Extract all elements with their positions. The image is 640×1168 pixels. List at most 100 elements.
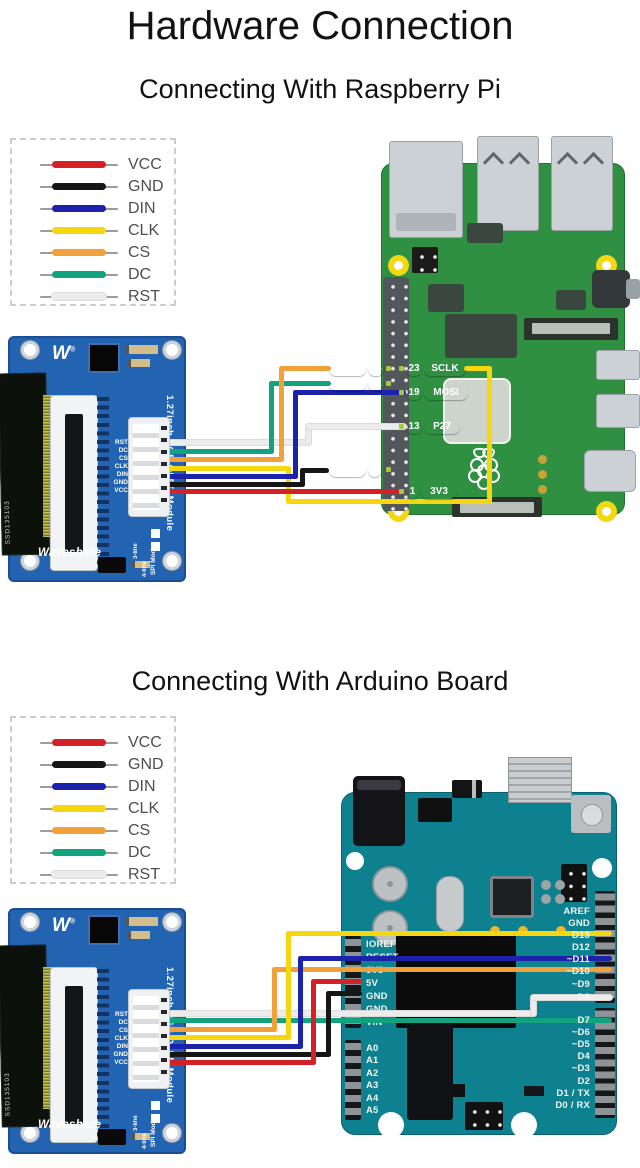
legend-label: VCC [128,156,162,173]
section-title-raspberry-pi: Connecting With Raspberry Pi [139,74,501,104]
jumper-pads [151,529,160,551]
wire-rst-segment [150,1011,536,1016]
usb-port [551,136,613,231]
wire-vcc-segment [311,979,316,1065]
waveshare-logo-icon: W® [52,915,76,936]
pad [541,880,551,890]
wire-gnd-segment [300,468,329,473]
analog-pin-label: A3 [366,1080,379,1091]
wire-swatch-cs [52,249,106,256]
wire-din-segment [298,956,303,1049]
module-pin-label: VCC [114,1059,128,1066]
wire-din-segment [150,474,298,479]
pin-marker [399,424,404,429]
wire-cs-segment [272,967,277,1032]
oled-module: SSD135103 W® RST DC CS CLK DIN GND VCC 1… [0,905,190,1157]
legend-label: GND [128,178,164,195]
wire-swatch-cs [52,827,106,834]
wire-cs-segment [279,366,331,371]
wire-rst-segment [150,440,311,445]
smd-component [126,917,158,926]
icsp-header [465,1102,503,1130]
pin-number: 6 [368,463,382,477]
wire-swatch-din [52,205,106,212]
crystal-oscillator [436,876,464,932]
display-connector [524,318,618,340]
arduino-usb-port [508,757,572,803]
mounting-hole [346,852,364,870]
mcu-chip [490,876,534,918]
barrel-jack-rim [357,780,401,790]
wire-din-segment [150,1044,303,1049]
wire-legend: VCC GND DIN CLK CS DC RST [10,716,176,884]
digital-pin-label: ~D9 [571,979,590,990]
wire-swatch-dc [52,271,106,278]
pin-header-strip [595,891,615,1003]
digital-pin-label: D4 [577,1051,590,1062]
diode [452,780,482,798]
pin-marker [399,489,404,494]
pin-marker [399,366,404,371]
legend-row: VCC [26,733,166,753]
controller-label: SSD135103 [3,1072,12,1117]
mounting-hole [163,341,181,359]
jumper-4line-label: 4-line [142,1133,148,1149]
power-pin-label: GND [366,1004,388,1015]
jst-ridges [133,996,159,1082]
digital-pin-label: D13 [571,930,590,941]
smd-component [132,1133,150,1140]
module-pin-label: CLK [114,1035,128,1042]
module-pin-label: GND [113,479,128,486]
pin-header-pads [97,397,109,567]
pin-header-strip [595,1008,615,1118]
usb-contact [482,151,505,174]
jst-ridges [133,424,159,510]
digital-pin-label: ~D10 [566,966,590,977]
wire-swatch-gnd [52,761,106,768]
pin-header-strip [345,1040,361,1120]
waveshare-logo-icon: W® [52,343,76,364]
legend-label: RST [128,288,160,305]
legend-row: RST [26,287,166,307]
wire-dc-segment [269,381,274,454]
wire-din-segment [293,390,406,395]
brand-label: Waveshare [38,547,102,559]
pin-marker [386,381,391,386]
legend-row: GND [26,177,166,197]
chip [467,223,503,243]
wire-swatch-rst [52,293,106,300]
wire-gnd-segment [150,1052,331,1057]
mounting-hole [163,1124,181,1142]
wire-swatch-dc [52,849,106,856]
wire-cs-segment [150,457,284,462]
pin-header-pads [97,969,109,1139]
brand-label: Waveshare [38,1119,102,1131]
fpc-slot [65,414,83,552]
hdmi-port [584,450,636,492]
analog-pin-label: A0 [366,1043,379,1054]
wire-clk-segment [464,366,492,371]
usb-contact [508,151,531,174]
pin-number: 1 [406,485,419,499]
digital-pin-label: ~D3 [571,1063,590,1074]
wire-gnd-segment [150,482,305,487]
mounting-hole-yellow [388,255,409,276]
wire-vcc-segment [150,1060,316,1065]
jumper-header [412,247,438,273]
digital-pin-label: D8 [577,992,590,1003]
digital-pin-label: GND [568,918,590,929]
analog-pin-label: A1 [366,1055,379,1066]
jst-connector [128,989,170,1089]
fpc-connector [50,967,98,1143]
pin-marker [386,366,391,371]
pin-label: P25 [329,377,366,391]
legend-label: CS [128,244,151,261]
chip [98,1129,126,1145]
voltage-regulator [418,798,452,822]
wire-clk-segment [150,1035,291,1040]
wire-clk-segment [487,366,492,504]
camera-connector-slot [460,502,534,513]
pin-label: P27 [424,420,460,434]
smd-component [128,931,150,939]
wire-din-segment [293,390,298,479]
